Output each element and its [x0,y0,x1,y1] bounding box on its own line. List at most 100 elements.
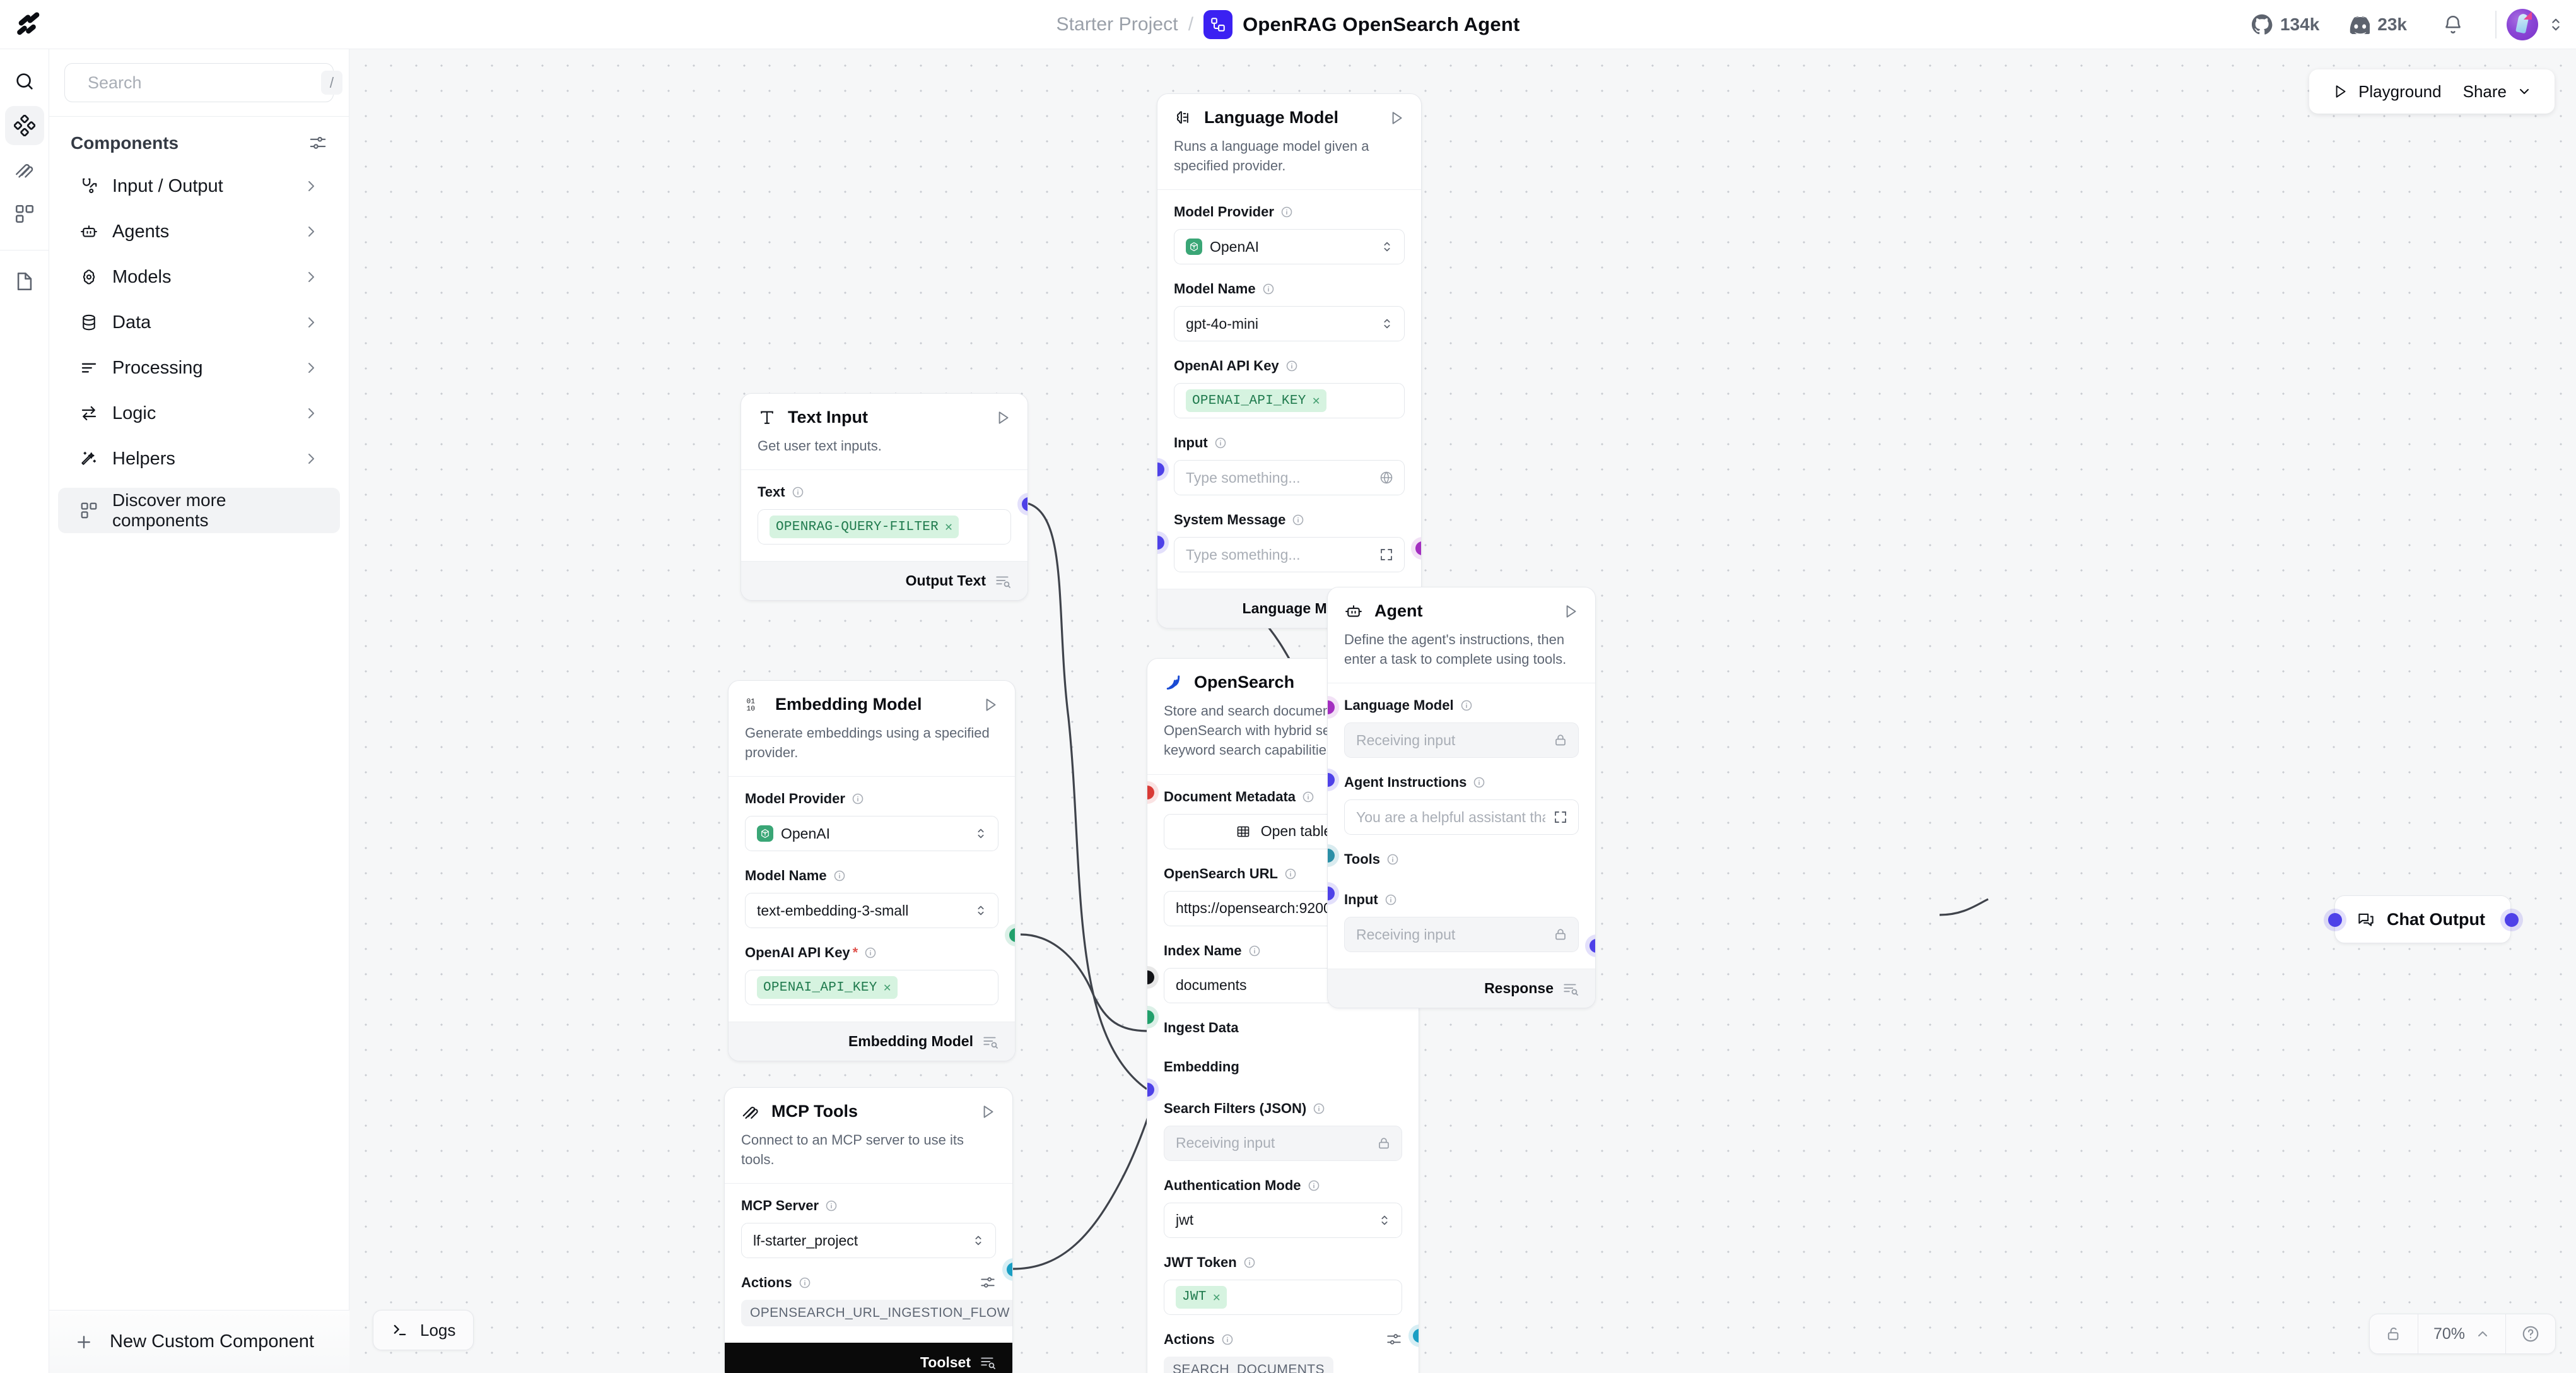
info-icon[interactable] [825,1199,838,1212]
info-icon[interactable] [1308,1179,1320,1192]
port-output-embedding-model[interactable] [1009,928,1015,942]
expand-icon[interactable] [1379,547,1394,562]
discord-members[interactable]: 23k [2333,15,2421,35]
port-tools[interactable] [1328,849,1335,863]
sidebar-item-components[interactable] [4,106,44,145]
inspect-output-icon[interactable] [1562,981,1579,997]
lock-canvas-button[interactable] [2370,1314,2418,1353]
chevron-updown-icon[interactable] [1380,240,1394,254]
agent-instructions-field[interactable]: You are a helpful assistant that can [1344,799,1579,835]
port-output-language-model[interactable] [1415,541,1421,555]
notifications-button[interactable] [2421,14,2485,35]
playground-button[interactable]: Playground [2315,73,2458,110]
node-agent[interactable]: Agent Define the agent's instructions, t… [1327,587,1596,1009]
info-icon[interactable] [1280,206,1293,218]
new-custom-component-button[interactable]: New Custom Component [49,1310,349,1373]
run-icon[interactable] [995,410,1011,426]
info-icon[interactable] [1214,437,1227,449]
info-icon[interactable] [1248,945,1261,957]
info-icon[interactable] [1473,776,1485,789]
sidebar-item-agents[interactable]: Agents [58,209,340,254]
chevron-updown-icon[interactable] [974,904,988,917]
sidebar-item-processing[interactable]: Processing [58,345,340,391]
logs-button[interactable]: Logs [373,1310,474,1350]
info-icon[interactable] [1385,893,1397,906]
remove-variable-icon[interactable]: ✕ [883,981,891,996]
info-icon[interactable] [1262,283,1275,295]
info-icon[interactable] [799,1276,811,1289]
project-name[interactable]: Starter Project [1056,14,1178,35]
api-key-field[interactable]: OPENAI_API_KEY ✕ [745,970,998,1006]
info-icon[interactable] [1285,360,1298,372]
node-chat-output[interactable]: Chat Output [2328,895,2519,943]
mcp-server-select[interactable]: lf-starter_project [741,1223,996,1259]
port-output-toolset[interactable] [1413,1329,1419,1343]
sidebar-item-bundles[interactable] [5,194,44,233]
info-icon[interactable] [852,793,864,805]
inspect-output-icon[interactable] [995,573,1011,589]
app-logo-icon[interactable] [14,9,45,40]
text-input-field[interactable]: OPENRAG-QUERY-FILTER ✕ [758,509,1011,545]
run-icon[interactable] [1562,603,1579,620]
sidebar-item-logic[interactable]: Logic [58,391,340,436]
run-icon[interactable] [980,1104,996,1120]
sidebar-item-search[interactable] [5,62,44,101]
info-icon[interactable] [1386,853,1399,866]
info-icon[interactable] [1313,1102,1325,1115]
remove-variable-icon[interactable]: ✕ [1212,1290,1221,1305]
node-embedding-model-card[interactable]: 01 10 Embedding Model Generate embedding… [728,680,1016,1062]
info-icon[interactable] [1302,791,1314,803]
actions-filter-icon[interactable] [980,1275,996,1291]
node-language-model[interactable]: Language Model Runs a language model giv… [1157,93,1422,629]
info-icon[interactable] [1243,1256,1256,1269]
sidebar-item-data[interactable]: Data [58,300,340,345]
chevron-updown-icon[interactable] [1380,317,1394,331]
zoom-level-button[interactable]: 70% [2418,1314,2505,1353]
expand-icon[interactable] [1553,810,1568,825]
port-output-toolset[interactable] [1007,1263,1012,1276]
inspect-output-icon[interactable] [980,1354,996,1370]
search-input[interactable] [88,73,311,93]
input-field[interactable]: Type something... [1174,460,1405,496]
filter-icon[interactable] [308,134,327,153]
chevron-updown-icon[interactable] [974,827,988,840]
run-icon[interactable] [1388,110,1405,126]
sidebar-item-files[interactable] [5,262,44,301]
chevron-updown-icon[interactable] [971,1234,985,1247]
flow-title[interactable]: OpenRAG OpenSearch Agent [1243,13,1520,35]
model-name-select[interactable]: text-embedding-3-small [745,893,998,929]
port-output-response[interactable] [1590,939,1595,953]
globe-icon[interactable] [1379,470,1394,485]
port-input[interactable] [1328,887,1335,900]
port-input[interactable] [2328,913,2342,927]
sidebar-item-input-output[interactable]: Input / Output [58,163,340,209]
action-chip[interactable]: OPENSEARCH_URL_INGESTION_FLOW [741,1300,1012,1327]
flow-canvas[interactable]: Text Input Get user text inputs. Text OP… [349,49,2576,1373]
info-icon[interactable] [833,869,846,882]
port-document-metadata[interactable] [1147,786,1154,799]
info-icon[interactable] [792,486,804,498]
inspect-output-icon[interactable] [982,1034,998,1050]
sidebar-item-models[interactable]: Models [58,254,340,300]
sidebar-item-helpers[interactable]: Helpers [58,436,340,481]
discover-more-components-button[interactable]: Discover more components [58,488,340,533]
node-text-input[interactable]: Text Input Get user text inputs. Text OP… [741,393,1028,601]
share-button[interactable]: Share [2458,73,2548,110]
node-mcp-tools[interactable]: MCP Tools Connect to an MCP server to us… [724,1087,1013,1373]
api-key-field[interactable]: OPENAI_API_KEY ✕ [1174,383,1405,419]
search-box[interactable]: / [64,63,342,102]
system-message-field[interactable]: Type something... [1174,537,1405,573]
model-provider-select[interactable]: OpenAI [1174,229,1405,265]
info-icon[interactable] [1460,699,1473,712]
github-stars[interactable]: 134k [2237,14,2333,35]
jwt-token-field[interactable]: JWT ✕ [1164,1279,1402,1315]
remove-variable-icon[interactable]: ✕ [1312,394,1320,410]
auth-mode-select[interactable]: jwt [1164,1202,1402,1238]
account-chevron-icon[interactable] [2547,16,2565,33]
info-icon[interactable] [1221,1333,1234,1346]
port-input[interactable] [1157,463,1164,476]
info-icon[interactable] [1284,868,1297,880]
port-language-model[interactable] [1328,700,1335,714]
action-chip[interactable]: SEARCH_DOCUMENTS [1164,1356,1333,1373]
port-output-text[interactable] [1022,497,1027,511]
